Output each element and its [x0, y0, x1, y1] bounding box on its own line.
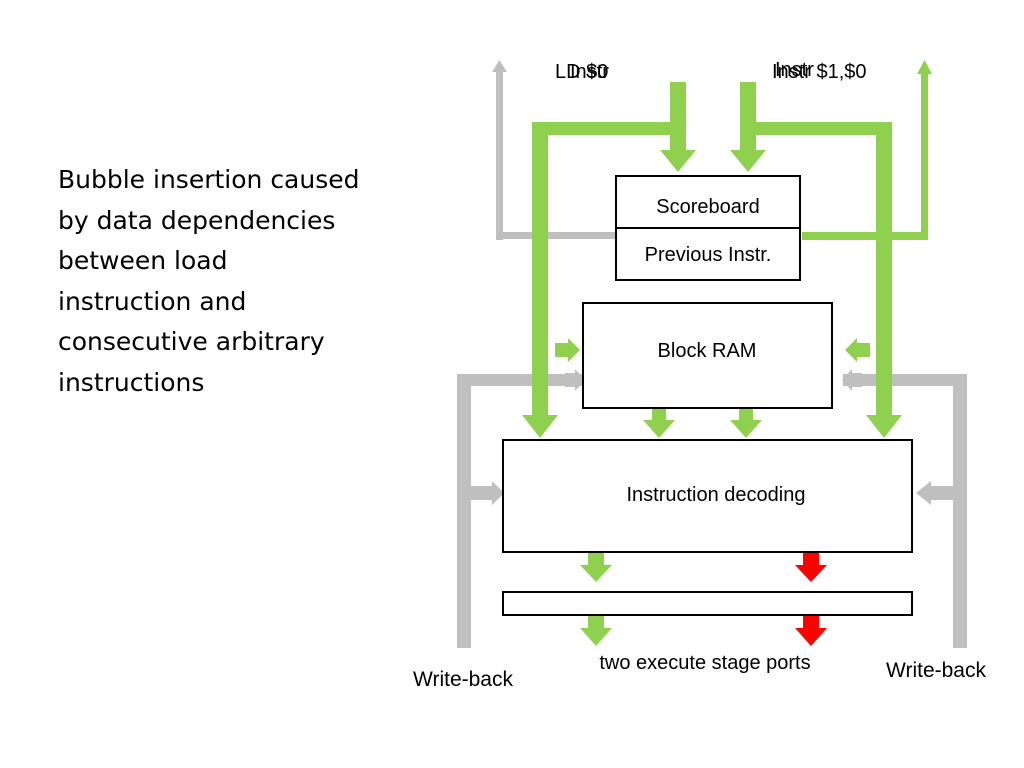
red-execute-port-head [795, 628, 827, 646]
green-execute-port-head [580, 628, 612, 646]
previous-instr-label: Previous Instr. [645, 244, 772, 266]
pipeline-register-block [502, 591, 913, 616]
green-input-right-head [730, 150, 766, 172]
writeback-right-label: Write-back [886, 659, 986, 682]
gray-arrow-into-blockram-right [842, 369, 862, 391]
execute-ports-label: two execute stage ports [599, 652, 810, 674]
instruction-decoding-label: Instruction decoding [626, 484, 805, 506]
scoreboard-label: Scoreboard [656, 196, 759, 218]
green-branch-left [536, 122, 686, 135]
green-input-left-head [660, 150, 696, 172]
input-label-instr-left: Instr [570, 61, 609, 83]
green-bus-right-head [866, 415, 902, 438]
red-decode-out-stem [803, 553, 819, 567]
instruction-decoding-block [502, 439, 913, 553]
gray-return-left-vertical [496, 70, 503, 240]
green-return-right-vertical [921, 72, 928, 240]
gray-arrow-into-blockram-left [565, 369, 585, 391]
green-input-right-stem [740, 82, 756, 152]
gray-writeback-left-vertical [457, 378, 471, 648]
green-arrow-into-blockram-left [555, 338, 580, 362]
green-bus-right [876, 122, 892, 417]
gray-writeback-right-horizontal [843, 374, 967, 386]
red-paths [795, 553, 827, 646]
green-return-right-horizontal [802, 232, 928, 240]
green-arrow-up-right [917, 60, 932, 74]
green-bus-left [532, 122, 548, 417]
red-execute-port-stem [803, 616, 819, 630]
green-blockram-out-left-head [643, 420, 675, 438]
green-branch-right [740, 122, 890, 135]
green-decode-out-head [580, 565, 612, 582]
input-label-instr-dependent: Instr $1,$0 [772, 61, 867, 83]
input-label-ld: LD $0 [555, 61, 608, 83]
green-arrow-into-blockram-right [845, 338, 870, 362]
red-decode-out-head [795, 565, 827, 582]
green-decode-out-stem [588, 553, 604, 567]
blocks [502, 175, 913, 616]
gray-arrow-into-decoding-left [471, 481, 504, 505]
block-ram-label: Block RAM [658, 340, 757, 362]
green-blockram-out-left-stem [652, 408, 666, 422]
green-execute-port-stem [588, 616, 604, 630]
green-blockram-out-right-stem [739, 408, 753, 422]
green-blockram-out-right-head [730, 420, 762, 438]
writeback-left-label: Write-back [413, 668, 513, 691]
gray-arrow-into-decoding-right [916, 481, 954, 505]
gray-return-left-horizontal [496, 232, 618, 239]
gray-writeback-left-horizontal [457, 374, 583, 386]
gray-writeback-right-vertical [953, 378, 967, 648]
gray-paths [457, 60, 967, 648]
input-label-instr-right: Instr [775, 59, 814, 81]
green-paths [522, 60, 932, 646]
slide-caption: Bubble insertion caused by data dependen… [58, 165, 360, 397]
green-input-left-stem [670, 82, 686, 152]
block-ram-block [582, 302, 833, 409]
green-bus-left-head [522, 415, 558, 438]
gray-arrow-up-left [492, 60, 507, 72]
